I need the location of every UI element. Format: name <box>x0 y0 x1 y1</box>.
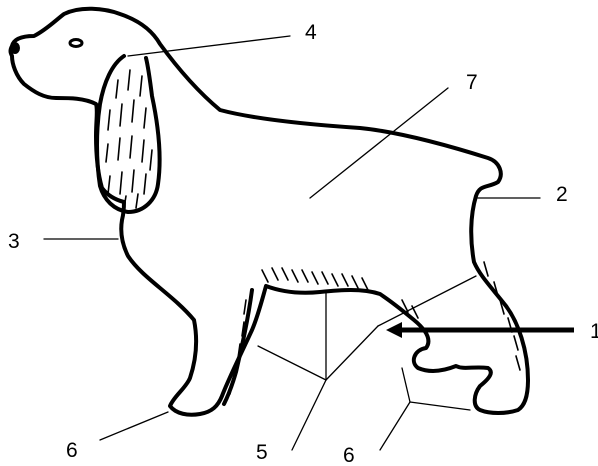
hind-leg-fur-strokes <box>402 262 520 370</box>
belly-fur-strokes <box>262 268 368 290</box>
leader-4 <box>128 36 290 56</box>
front-leg-inner-line <box>224 290 252 404</box>
label-6-right: 6 <box>343 444 355 466</box>
label-3: 3 <box>8 230 20 253</box>
label-6-left: 6 <box>66 439 78 462</box>
dog-body-outline <box>11 9 529 415</box>
nose-icon <box>10 42 20 54</box>
label-5: 5 <box>256 441 268 464</box>
eye-icon <box>70 40 82 47</box>
leader-6-right-group <box>380 368 470 450</box>
label-1: 1 <box>590 320 598 343</box>
arrow-1 <box>386 322 574 338</box>
leader-7 <box>310 88 448 198</box>
ear-fur-strokes <box>106 70 152 208</box>
label-4: 4 <box>305 21 317 44</box>
label-7: 7 <box>466 71 478 94</box>
label-2: 2 <box>556 183 568 206</box>
leader-6-left <box>100 412 168 440</box>
leader-5-group <box>258 276 476 450</box>
